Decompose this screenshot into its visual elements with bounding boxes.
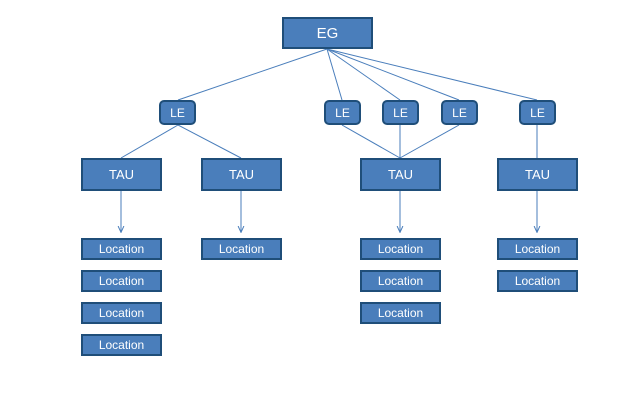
node-le-le4[interactable]: LE [441, 100, 478, 125]
node-location-label: Location [514, 274, 561, 288]
node-tau-label: TAU [108, 167, 135, 182]
node-le-label: LE [530, 105, 545, 120]
node-tau-label: TAU [524, 167, 551, 182]
edge-le1-to-tau2 [177, 124, 242, 159]
edge-le4-to-tau3 [399, 124, 460, 159]
node-location-loc3-1[interactable]: Location [360, 238, 441, 260]
node-tau-label: TAU [387, 167, 414, 182]
node-location-loc1-4[interactable]: Location [81, 334, 162, 356]
edge-eg-to-le2 [326, 48, 343, 101]
node-tau-tau2[interactable]: TAU [201, 158, 282, 191]
edge-le1-to-tau1 [120, 124, 179, 159]
node-location-loc3-2[interactable]: Location [360, 270, 441, 292]
node-le-label: LE [452, 105, 467, 120]
node-tau-tau4[interactable]: TAU [497, 158, 578, 191]
node-location-label: Location [514, 242, 561, 256]
node-le-le1[interactable]: LE [159, 100, 196, 125]
node-le-label: LE [393, 105, 408, 120]
node-location-label: Location [377, 274, 424, 288]
node-le-le5[interactable]: LE [519, 100, 556, 125]
node-tau-tau1[interactable]: TAU [81, 158, 162, 191]
node-tau-tau3[interactable]: TAU [360, 158, 441, 191]
edge-eg-to-le3 [326, 48, 401, 101]
edge-eg-to-le4 [326, 48, 460, 101]
edge-eg-to-le1 [177, 48, 328, 101]
node-location-label: Location [98, 338, 145, 352]
node-location-loc2-1[interactable]: Location [201, 238, 282, 260]
node-le-label: LE [170, 105, 185, 120]
node-le-le3[interactable]: LE [382, 100, 419, 125]
node-eg-label: EG [316, 24, 339, 42]
node-location-loc4-1[interactable]: Location [497, 238, 578, 260]
node-location-label: Location [98, 274, 145, 288]
node-le-label: LE [335, 105, 350, 120]
node-location-loc1-3[interactable]: Location [81, 302, 162, 324]
node-le-le2[interactable]: LE [324, 100, 361, 125]
edge-group [120, 48, 538, 232]
node-location-label: Location [98, 242, 145, 256]
node-location-loc1-1[interactable]: Location [81, 238, 162, 260]
node-location-loc1-2[interactable]: Location [81, 270, 162, 292]
node-eg-eg[interactable]: EG [282, 17, 373, 49]
edge-le2-to-tau3 [341, 124, 401, 159]
node-tau-label: TAU [228, 167, 255, 182]
node-location-label: Location [377, 306, 424, 320]
node-location-loc4-2[interactable]: Location [497, 270, 578, 292]
node-location-label: Location [98, 306, 145, 320]
node-location-label: Location [377, 242, 424, 256]
node-location-loc3-3[interactable]: Location [360, 302, 441, 324]
edge-eg-to-le5 [326, 48, 538, 101]
node-location-label: Location [218, 242, 265, 256]
